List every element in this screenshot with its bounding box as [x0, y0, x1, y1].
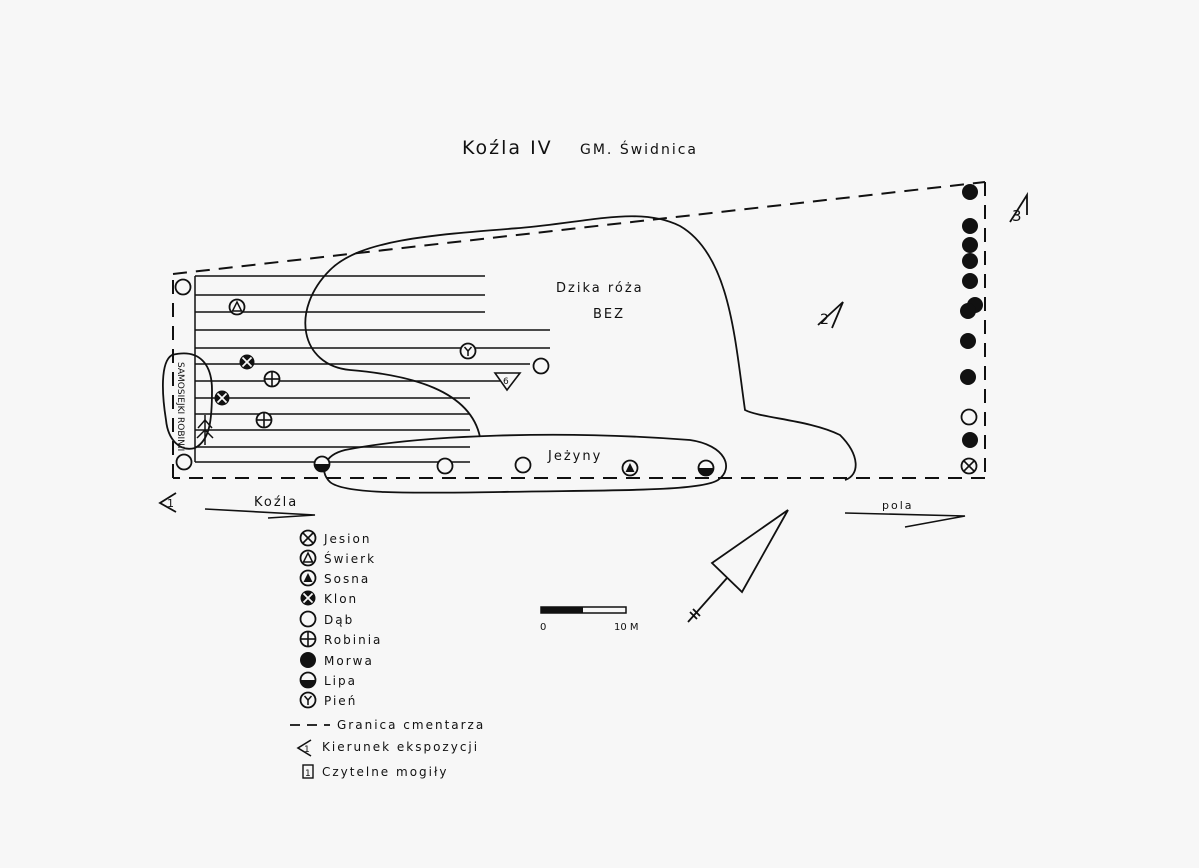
north-arrow-icon: [687, 509, 789, 623]
tree-robinia-icon: [255, 411, 273, 429]
legend-label-direction: Kierunek ekspozycji: [322, 740, 479, 754]
tree-dab-icon: [960, 408, 978, 426]
legend-lipa-icon: [299, 671, 317, 689]
legend-label-lipa: Lipa: [324, 674, 357, 688]
tree-dab-icon: [174, 278, 192, 296]
tree-morwa-icon: [962, 184, 978, 200]
tree-dab-icon: [175, 453, 193, 471]
tree-morwa-icon: [962, 253, 978, 269]
legend-pien-icon: [299, 691, 317, 709]
tree-sosna-icon: [621, 459, 639, 477]
tree-pien-icon: [459, 342, 477, 360]
legend-label-klon: Klon: [324, 592, 358, 606]
legend-label-graves: Czytelne mogiły: [322, 765, 449, 779]
label-elder: BEZ: [593, 307, 625, 322]
tree-dab-icon: [532, 357, 550, 375]
exposure-label-2: 2: [820, 312, 829, 328]
legend: Jesion Świerk Sosna Klon Dąb Robinia Mor…: [290, 529, 485, 779]
tree-morwa-icon: [962, 432, 978, 448]
tree-morwa-icon: [960, 333, 976, 349]
legend-grave-icon: 1: [302, 764, 314, 779]
legend-label-robinia: Robinia: [324, 633, 382, 647]
shrub-icon: [196, 415, 214, 445]
legend-label-dab: Dąb: [324, 613, 354, 627]
legend-label-morwa: Morwa: [324, 654, 374, 668]
self-seeded-outline: [162, 352, 213, 450]
tree-dab-icon: [514, 456, 532, 474]
legend-label-pien: Pień: [324, 694, 357, 708]
readable-grave-marker: 6: [493, 372, 522, 392]
tree-dab-icon: [436, 457, 454, 475]
tree-klon-icon: [213, 389, 231, 407]
tree-morwa-icon: [962, 273, 978, 289]
road-kozla: Koźla: [204, 495, 316, 519]
legend-klon-icon: [299, 589, 317, 607]
label-blackberries: Jeżyny: [547, 449, 602, 464]
legend-dab-icon: [299, 610, 317, 628]
legend-label-jesion: Jesion: [323, 532, 371, 546]
scale-end-label: 10 M: [614, 622, 639, 633]
scale-bar: 0 10 M: [540, 606, 639, 633]
label-wild-rose: Dzika róża: [556, 281, 644, 296]
tree-morwa-icon: [960, 303, 976, 319]
tree-swierk-icon: [228, 298, 246, 316]
legend-direction-number: 1: [304, 745, 310, 755]
tree-robinia-icon: [263, 370, 281, 388]
readable-grave-label: 6: [503, 377, 509, 387]
label-self-seeded: SAMOSIEJKI ROBINII: [175, 362, 185, 451]
exposure-label-3: 3: [1012, 207, 1022, 225]
legend-morwa-icon: [300, 652, 316, 668]
title-commune: GM. Świdnica: [580, 140, 698, 158]
scale-start-label: 0: [540, 622, 546, 633]
tree-morwa-icon: [962, 218, 978, 234]
title-place: Koźla IV: [462, 137, 553, 159]
legend-swierk-icon: [299, 549, 317, 567]
wild-rose-outline: [304, 215, 857, 481]
legend-grave-number: 1: [305, 769, 311, 779]
tree-lipa-icon: [697, 459, 715, 477]
legend-label-boundary: Granica cmentarza: [337, 718, 485, 732]
tree-morwa-icon: [960, 369, 976, 385]
legend-jesion-icon: [299, 529, 317, 547]
tree-lipa-icon: [313, 455, 331, 473]
exposure-label-1: 1: [167, 497, 174, 510]
legend-sosna-icon: [299, 569, 317, 587]
tree-klon-icon: [238, 353, 256, 371]
tree-morwa-icon: [962, 237, 978, 253]
road-pola: pola: [844, 499, 966, 528]
road-kozla-label: Koźla: [254, 495, 298, 510]
road-pola-label: pola: [882, 499, 914, 512]
exposure-marker-2: 2: [817, 301, 844, 329]
exposure-marker-1: 1: [158, 492, 177, 513]
blackberries-outline: [323, 433, 727, 494]
tree-jesion-icon: [960, 457, 978, 475]
map-title: Koźla IV GM. Świdnica: [462, 137, 698, 159]
legend-robinia-icon: [299, 630, 317, 648]
legend-direction-icon: 1: [296, 739, 312, 757]
exposure-marker-3: 3: [1009, 191, 1028, 225]
legend-label-swierk: Świerk: [324, 551, 376, 566]
cemetery-boundary: [172, 181, 986, 479]
legend-label-sosna: Sosna: [324, 572, 370, 586]
